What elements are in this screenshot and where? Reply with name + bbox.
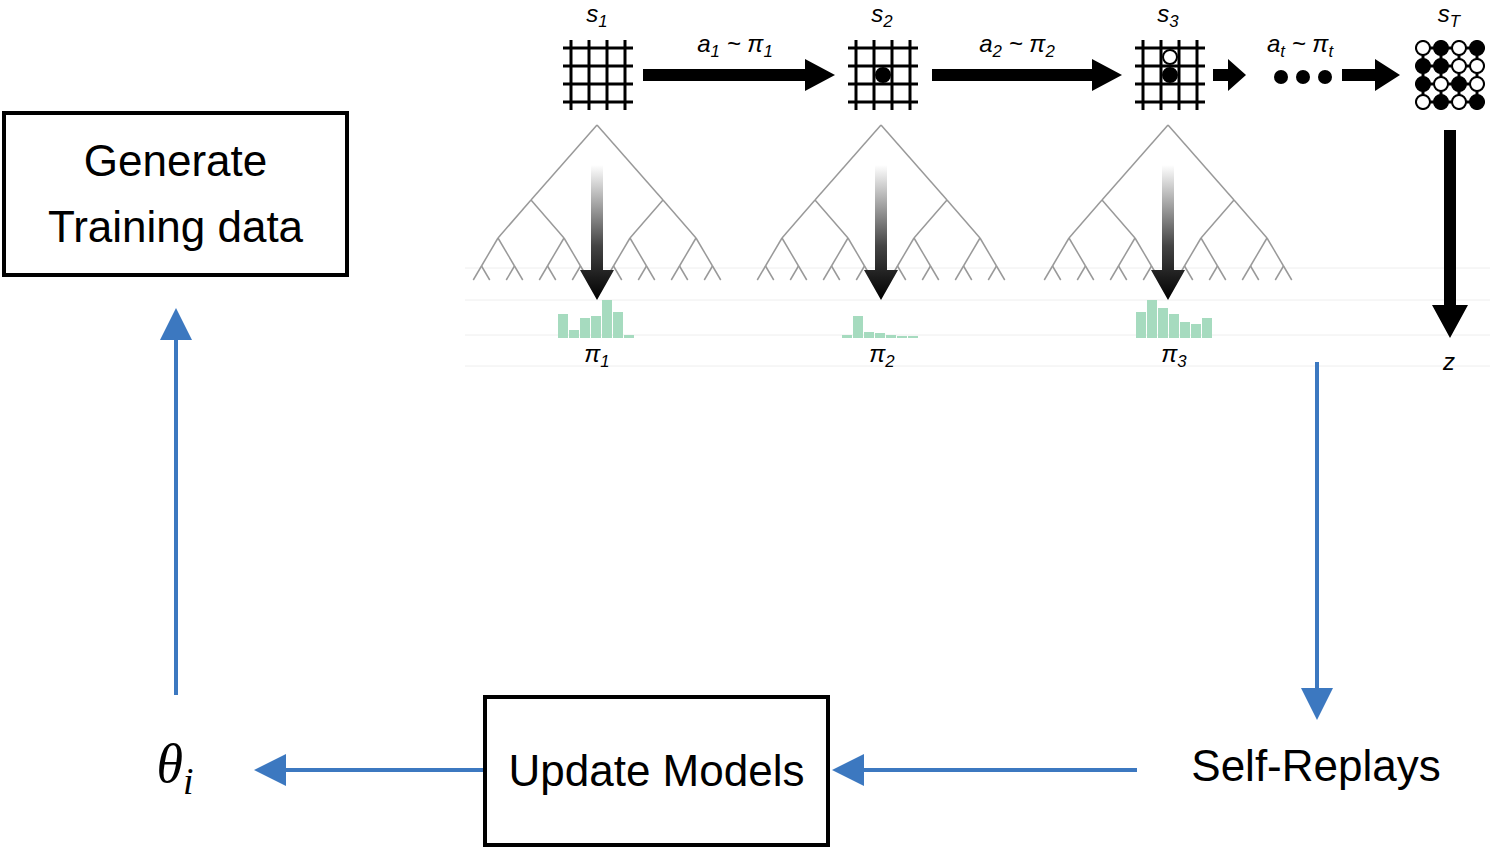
policy-label: π2 <box>869 340 894 372</box>
process-box: Generate Training data <box>2 111 349 277</box>
action-label: a1 ~ π1 <box>697 30 772 62</box>
policy-label: π1 <box>584 340 609 372</box>
var-label: s1 <box>586 0 607 32</box>
policy-label: π3 <box>1161 340 1186 372</box>
box-text: Generate Training data <box>26 128 326 260</box>
var-label: s2 <box>871 0 892 32</box>
outcome-label: z <box>1443 348 1455 376</box>
action-label: a2 ~ π2 <box>979 30 1054 62</box>
theta-label: θi <box>156 733 193 802</box>
process-box: Update Models <box>483 695 830 847</box>
box-text: Update Models <box>509 738 805 804</box>
self-replays-label: Self-Replays <box>1191 741 1440 791</box>
var-label: s3 <box>1157 0 1178 32</box>
action-label: at ~ πt <box>1267 30 1333 62</box>
var-label: sT <box>1438 0 1460 32</box>
